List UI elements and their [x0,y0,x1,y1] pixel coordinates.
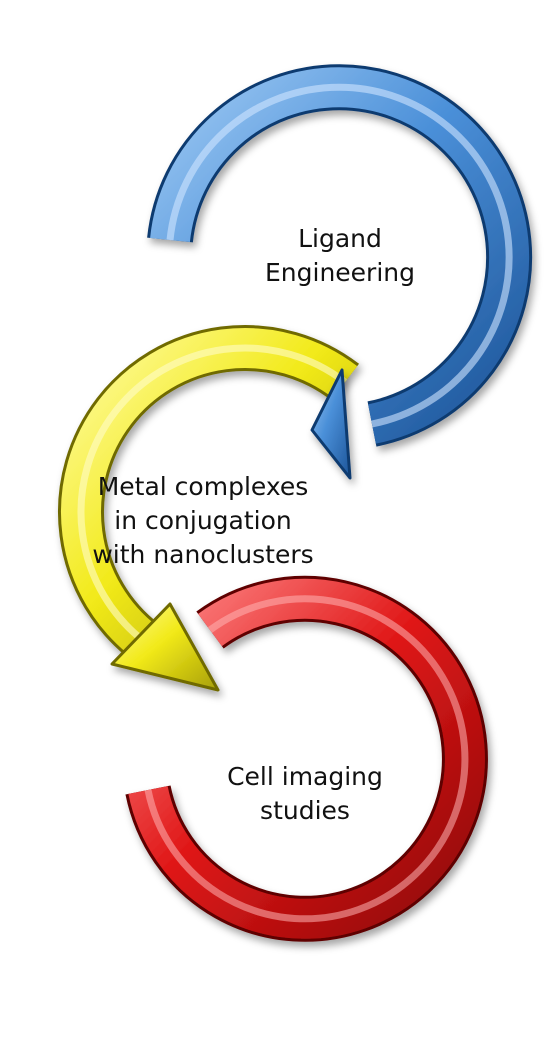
step-label-line: studies [260,796,350,825]
step-label-line: Engineering [265,258,415,287]
step-label-cell-imaging: Cell imaging studies [200,760,410,828]
step-label-line: Metal complexes [97,472,309,501]
step-label-ligand-engineering: Ligand Engineering [250,222,430,290]
blue-cycle-arrow [147,64,533,480]
yellow-cycle-arrow [58,325,359,692]
step-label-line: in conjugation [114,506,292,535]
step-label-line: with nanoclusters [92,540,314,569]
red-cycle-arrow [125,575,488,942]
step-label-line: Cell imaging [227,762,383,791]
step-label-line: Ligand [298,224,382,253]
step-label-metal-complexes: Metal complexes in conjugation with nano… [78,470,328,572]
